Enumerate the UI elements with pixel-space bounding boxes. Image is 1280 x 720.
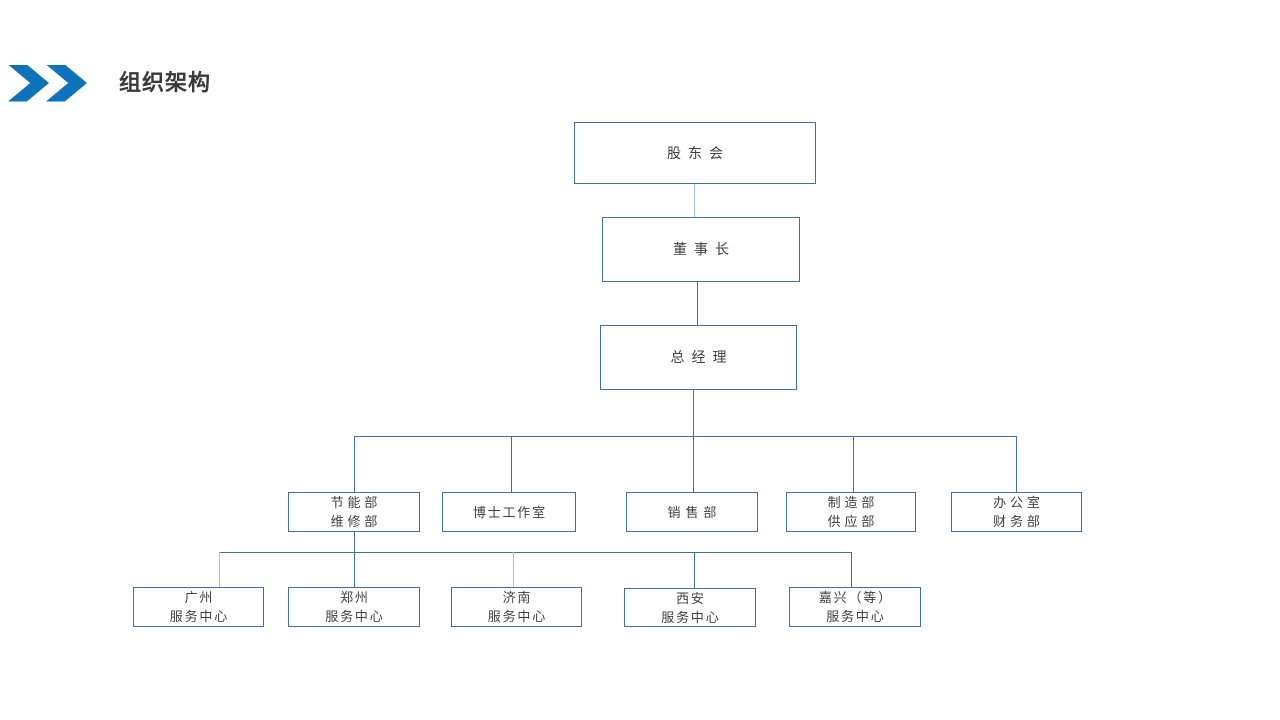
org-node-jinan-service-center: 济南 服务中心 <box>451 587 582 627</box>
org-node-label: 总经理 <box>670 349 734 365</box>
connector-line <box>513 552 514 587</box>
org-node-label: 博士工作室 <box>472 504 547 520</box>
org-node-energy-maintenance-dept: 节能部 维修部 <box>288 492 420 532</box>
org-node-office-finance-dept: 办公室 财务部 <box>951 492 1082 532</box>
connector-line <box>693 436 694 492</box>
org-node-label: 服务中心 <box>661 609 721 625</box>
org-node-label: 服务中心 <box>826 609 886 624</box>
connector-line <box>1016 436 1017 492</box>
org-node-sales-dept: 销售部 <box>626 492 758 532</box>
org-node-label: 济南 <box>502 590 533 605</box>
org-node-shareholders: 股东会 <box>574 122 816 184</box>
connector-line <box>219 552 220 587</box>
org-node-label: 服务中心 <box>169 609 230 624</box>
org-node-general-manager: 总经理 <box>600 325 797 390</box>
double-chevron-right-icon <box>8 64 87 102</box>
connector-line <box>511 436 512 492</box>
org-node-label: 节能部 <box>330 495 382 510</box>
connector-line <box>354 436 1017 437</box>
org-node-jiaxing-service-center: 嘉兴（等） 服务中心 <box>789 587 921 627</box>
connector-line <box>697 282 698 325</box>
org-node-label: 嘉兴（等） <box>818 590 893 605</box>
connector-line <box>694 184 695 217</box>
org-node-xian-service-center: 西安 服务中心 <box>624 588 756 627</box>
connector-line <box>693 390 694 436</box>
org-node-doctor-studio: 博士工作室 <box>442 492 576 532</box>
org-node-label: 办公室 <box>993 495 1044 510</box>
org-node-label: 财务部 <box>993 514 1044 529</box>
org-node-label: 供应部 <box>827 514 879 529</box>
connector-line <box>851 552 852 587</box>
connector-line <box>354 436 355 492</box>
org-node-label: 股东会 <box>667 144 730 161</box>
connector-line <box>853 436 854 492</box>
org-node-label: 广州 <box>184 590 215 605</box>
org-node-manufacturing-supply-dept: 制造部 供应部 <box>786 492 916 532</box>
org-node-label: 销售部 <box>667 504 722 520</box>
org-node-label: 郑州 <box>340 590 370 605</box>
page-title: 组织架构 <box>119 70 212 95</box>
org-node-label: 董事长 <box>673 241 736 257</box>
org-node-guangzhou-service-center: 广州 服务中心 <box>133 587 264 627</box>
org-node-label: 维修部 <box>330 514 382 529</box>
org-node-label: 服务中心 <box>487 609 548 624</box>
connector-line <box>219 552 851 553</box>
connector-line <box>694 552 695 588</box>
org-node-label: 西安 <box>676 590 706 606</box>
title-block: 组织架构 <box>8 64 211 102</box>
org-node-chairman: 董事长 <box>602 217 800 282</box>
org-node-label: 制造部 <box>827 495 879 510</box>
org-node-zhengzhou-service-center: 郑州 服务中心 <box>288 587 420 627</box>
connector-line <box>354 532 355 587</box>
org-node-label: 服务中心 <box>325 609 385 624</box>
